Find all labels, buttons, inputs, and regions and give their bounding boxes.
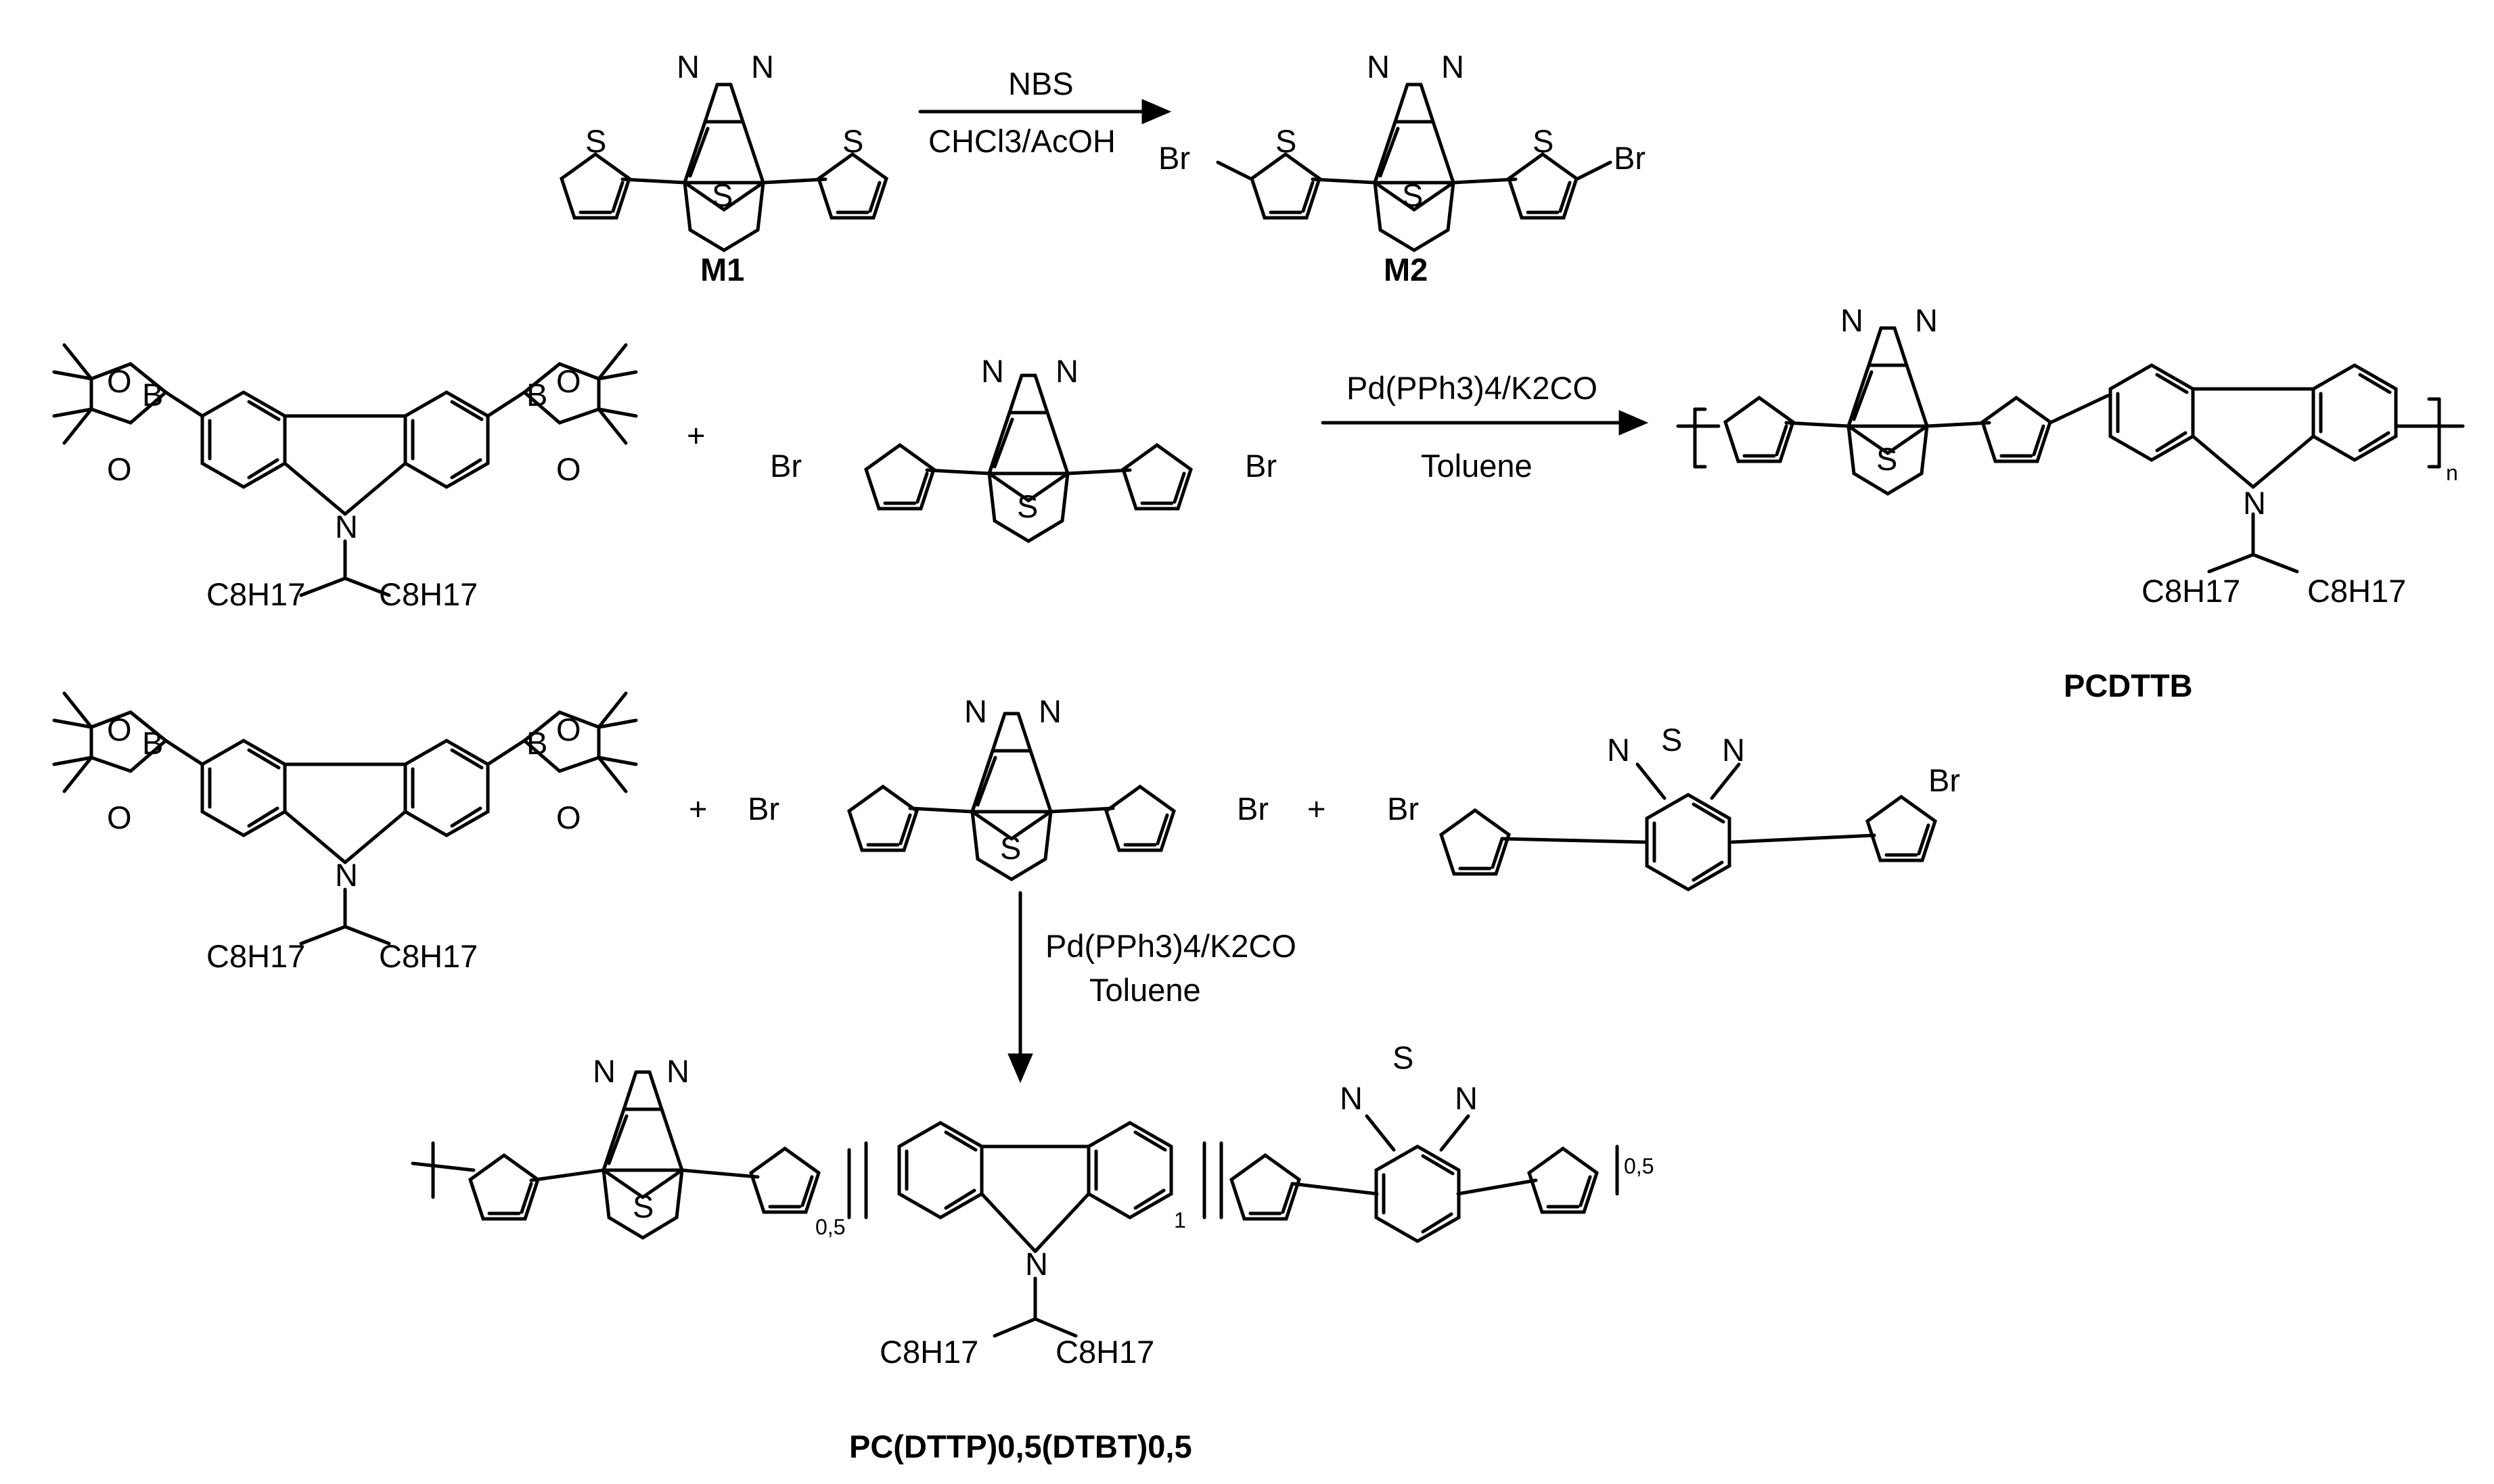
catalyst-pd-pph3: Pd(PPh3)4/K2CO bbox=[1045, 928, 1296, 964]
atom-o: O bbox=[556, 363, 581, 399]
atom-n: N bbox=[1056, 353, 1079, 389]
atom-n: N bbox=[1840, 302, 1863, 338]
atom-o: O bbox=[107, 451, 132, 487]
solvent-chcl3-acoh: CHCl3/AcOH bbox=[928, 123, 1116, 159]
atom-o: O bbox=[107, 363, 132, 399]
atom-br: Br bbox=[1237, 791, 1269, 827]
atom-n: N bbox=[1340, 1080, 1363, 1116]
atom-s: S bbox=[1000, 830, 1021, 866]
atom-s: S bbox=[1661, 722, 1682, 758]
atom-s: S bbox=[712, 177, 733, 213]
atom-o: O bbox=[556, 451, 581, 487]
arrow-reaction-1 bbox=[918, 99, 1172, 124]
atom-br: Br bbox=[770, 448, 802, 484]
atom-s: S bbox=[1017, 488, 1038, 524]
atom-br: Br bbox=[1614, 140, 1646, 176]
atom-s: S bbox=[1533, 123, 1554, 159]
atom-br: Br bbox=[748, 791, 779, 827]
label-pcdttb: PCDTTB bbox=[2064, 668, 2193, 703]
solvent-toluene: Toluene bbox=[1421, 448, 1533, 484]
atom-n: N bbox=[666, 1053, 689, 1089]
atom-n: N bbox=[2243, 485, 2266, 521]
atom-n: N bbox=[1441, 49, 1464, 85]
atom-b: B bbox=[526, 725, 547, 761]
atom-b: B bbox=[142, 377, 163, 413]
atom-n: N bbox=[1367, 49, 1390, 85]
label-m2: M2 bbox=[1384, 252, 1428, 287]
plus-sign: + bbox=[689, 791, 707, 827]
atom-br: Br bbox=[1158, 140, 1190, 176]
plus-sign: + bbox=[687, 417, 705, 453]
atom-n: N bbox=[981, 353, 1004, 389]
solvent-toluene: Toluene bbox=[1089, 972, 1201, 1008]
plus-sign: + bbox=[1307, 791, 1325, 827]
atom-n: N bbox=[1607, 732, 1630, 768]
atom-o: O bbox=[556, 799, 581, 835]
alkyl-chain: C8H17 bbox=[2141, 573, 2240, 609]
alkyl-chain: C8H17 bbox=[206, 938, 305, 974]
atom-b: B bbox=[142, 725, 163, 761]
atom-n: N bbox=[1455, 1080, 1478, 1116]
label-pc-dttp-dtbt: PC(DTTP)0,5(DTBT)0,5 bbox=[849, 1429, 1192, 1464]
atom-s: S bbox=[1392, 1040, 1413, 1075]
molecule-m2 bbox=[1216, 85, 1612, 250]
atom-s: S bbox=[633, 1188, 654, 1224]
atom-s: S bbox=[842, 123, 863, 159]
atom-br: Br bbox=[1245, 448, 1277, 484]
atom-s: S bbox=[585, 123, 606, 159]
atom-n: N bbox=[1025, 1246, 1048, 1282]
molecule-m2-reactant bbox=[866, 375, 1191, 541]
molecule-m1 bbox=[562, 85, 886, 250]
atom-s: S bbox=[1402, 177, 1423, 213]
atom-n: N bbox=[751, 49, 774, 85]
atom-s: S bbox=[1275, 123, 1296, 159]
subscript-dttp: 0,5 bbox=[815, 1215, 845, 1239]
arrow-reaction-2 bbox=[1321, 410, 1649, 436]
catalyst-pd-pph3: Pd(PPh3)4/K2CO bbox=[1346, 370, 1597, 406]
atom-s: S bbox=[1876, 441, 1897, 477]
alkyl-chain: C8H17 bbox=[379, 576, 478, 612]
molecule-m2-reactant-2 bbox=[849, 714, 1174, 879]
subscript-carbazole: 1 bbox=[1174, 1208, 1186, 1232]
label-m1: M1 bbox=[700, 252, 744, 287]
polymer-pc-dttp-dtbt bbox=[411, 1072, 1619, 1338]
molecule-carbazole-bis-boronate-1 bbox=[54, 345, 636, 597]
atom-n: N bbox=[1722, 732, 1745, 768]
alkyl-chain: C8H17 bbox=[880, 1334, 978, 1370]
atom-n: N bbox=[1915, 302, 1938, 338]
reagent-nbs: NBS bbox=[1008, 66, 1074, 101]
subscript-dtbt: 0,5 bbox=[1624, 1154, 1654, 1178]
atom-n: N bbox=[964, 693, 987, 729]
atom-br: Br bbox=[1928, 762, 1960, 798]
atom-b: B bbox=[526, 377, 547, 413]
molecule-dtbt-dibromide bbox=[1441, 762, 1935, 889]
alkyl-chain: C8H17 bbox=[206, 576, 305, 612]
atom-o: O bbox=[107, 712, 132, 747]
alkyl-chain: C8H17 bbox=[379, 938, 478, 974]
alkyl-chain: C8H17 bbox=[2307, 573, 2406, 609]
repeat-subscript-n: n bbox=[2446, 461, 2458, 485]
atom-n: N bbox=[1039, 693, 1062, 729]
molecule-carbazole-bis-boronate-2 bbox=[54, 693, 636, 946]
atom-o: O bbox=[556, 712, 581, 747]
atom-o: O bbox=[107, 799, 132, 835]
atom-n: N bbox=[335, 509, 358, 544]
polymer-pcdttb bbox=[1676, 328, 2465, 574]
atom-n: N bbox=[335, 857, 358, 893]
atom-n: N bbox=[677, 49, 700, 85]
atom-n: N bbox=[593, 1053, 616, 1089]
arrow-reaction-3 bbox=[1007, 891, 1033, 1084]
alkyl-chain: C8H17 bbox=[1056, 1334, 1154, 1370]
atom-br: Br bbox=[1387, 791, 1419, 827]
